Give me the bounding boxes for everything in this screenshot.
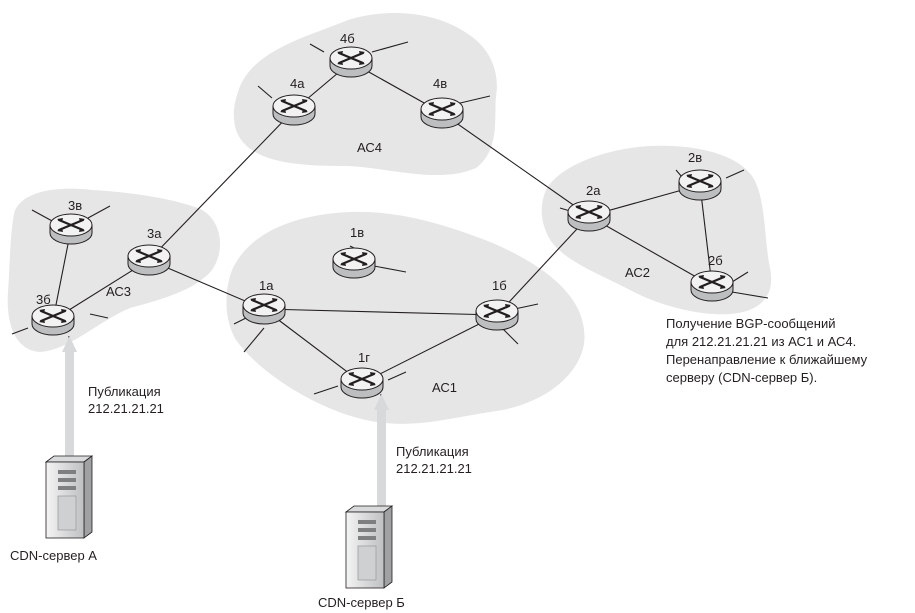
- stub-line: [731, 291, 769, 299]
- note-line-4: серверу (CDN-сервер Б).: [666, 370, 817, 385]
- region-as1: [226, 211, 585, 424]
- stub-line: [31, 209, 55, 223]
- region-label-as1: АС1: [432, 380, 457, 395]
- router-2a-icon: [566, 199, 612, 233]
- stub-line: [243, 327, 265, 353]
- region-label-as4: АС4: [357, 140, 382, 155]
- cdn-server-b-icon: [344, 505, 394, 589]
- router-1a-icon: [241, 292, 287, 326]
- router-label-1a: 1а: [259, 278, 274, 293]
- link-4v-2a: [441, 112, 590, 217]
- server-label-a: CDN-сервер А: [10, 548, 97, 563]
- router-label-2v: 2в: [688, 150, 702, 165]
- link-2v-2b: [699, 184, 713, 287]
- router-1b-icon: [474, 298, 520, 332]
- link-1a-1b: [263, 308, 498, 316]
- stub-line: [455, 95, 491, 105]
- note-line-2: для 212.21.21.21 из АС1 и АС4.: [666, 334, 856, 349]
- link-2a-2b: [588, 215, 713, 287]
- router-label-4b: 4б: [340, 31, 355, 46]
- stub-line: [233, 317, 247, 325]
- server-label-b: CDN-сервер Б: [318, 595, 405, 610]
- router-label-1b: 1б: [492, 278, 507, 293]
- router-label-4a: 4а: [290, 76, 305, 91]
- router-2b-icon: [689, 269, 735, 303]
- router-1v-icon: [331, 246, 377, 280]
- region-as4: [233, 12, 497, 176]
- router-1g-icon: [339, 366, 385, 400]
- router-label-3b: 3б: [36, 292, 51, 307]
- router-label-1g: 1г: [358, 350, 370, 365]
- router-label-3a: 3а: [147, 226, 162, 241]
- announcement-a-line1: Публикация: [88, 384, 161, 399]
- link-1a-1g: [263, 308, 363, 384]
- router-3b-icon: [30, 303, 76, 337]
- region-label-as2: АС2: [625, 265, 650, 280]
- router-4b-icon: [328, 45, 374, 79]
- region-label-as3: АС3: [106, 284, 131, 299]
- announcement-arrow-b: [374, 394, 389, 508]
- announcement-b-line2: 212.21.21.21: [396, 461, 472, 476]
- stub-line: [373, 265, 407, 273]
- router-2v-icon: [677, 168, 723, 202]
- announcement-b-line1: Публикация: [396, 444, 469, 459]
- stub-line: [89, 313, 109, 319]
- announcement-a-line2: 212.21.21.21: [88, 401, 164, 416]
- link-1b-2a: [496, 215, 590, 316]
- stub-line: [309, 43, 325, 53]
- router-label-4v: 4в: [433, 76, 447, 91]
- router-3a-icon: [126, 243, 172, 277]
- note-line-3: Перенаправление к ближайшему: [666, 352, 868, 367]
- stub-line: [11, 327, 29, 335]
- stub-line: [731, 271, 749, 283]
- stub-line: [87, 205, 111, 219]
- stub-line: [313, 385, 339, 395]
- stub-line: [725, 169, 745, 179]
- link-4a-3a: [148, 109, 295, 261]
- router-label-1v: 1в: [350, 225, 364, 240]
- router-4a-icon: [271, 93, 317, 127]
- note-line-1: Получение BGP-сообщений: [666, 316, 835, 331]
- stub-line: [257, 85, 273, 99]
- router-label-2a: 2а: [586, 183, 601, 198]
- router-label-3v: 3в: [68, 198, 82, 213]
- link-1g-1b: [361, 314, 498, 384]
- router-3v-icon: [48, 212, 94, 246]
- cdn-server-a-icon: [44, 455, 94, 539]
- stub-line: [371, 41, 409, 53]
- announcement-arrow-a: [62, 336, 77, 462]
- stub-line: [387, 371, 407, 381]
- router-label-2b: 2б: [708, 253, 723, 268]
- router-4v-icon: [419, 96, 465, 130]
